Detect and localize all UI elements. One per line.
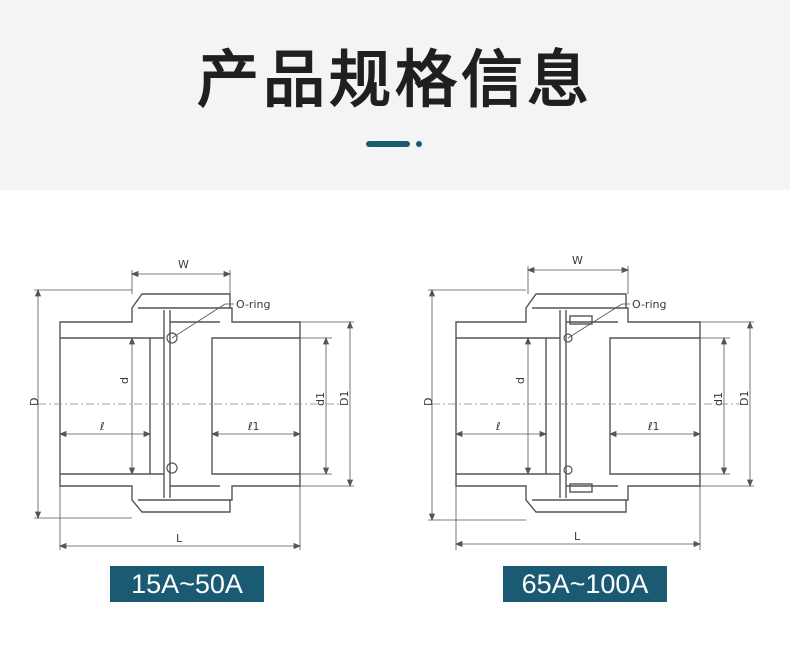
union-drawing: W O-ring D d ℓ ℓ1 d1 D1 L [422, 254, 754, 550]
page-title: 产品规格信息 [196, 43, 593, 116]
label-l: ℓ [495, 420, 501, 433]
accent-bar [366, 141, 410, 147]
label-D1: D1 [738, 391, 751, 406]
o-ring-bottom [166, 462, 178, 474]
label-D: D [422, 398, 435, 406]
union-diagram-small: W O-ring D d ℓ ℓ1 d1 D1 L [20, 250, 360, 560]
union-diagram-large: W O-ring D d ℓ ℓ1 d1 D1 L [418, 250, 758, 560]
o-ring-bottom [563, 465, 573, 475]
union-drawing: W O-ring D d ℓ ℓ1 d1 D1 L [28, 258, 354, 550]
dimension-lines [34, 270, 354, 550]
accent-dot [416, 141, 422, 147]
union-body-outline [455, 293, 701, 513]
label-w: W [572, 254, 583, 267]
o-ring-top [166, 332, 178, 344]
label-o-ring: O-ring [632, 298, 666, 311]
label-L: L [574, 530, 581, 543]
label-w: W [178, 258, 189, 271]
label-d: d [514, 377, 527, 384]
label-D: D [28, 398, 41, 406]
label-L: L [176, 532, 183, 545]
o-ring-top [563, 333, 573, 343]
title-accent [0, 140, 790, 148]
size-range-label-large: 65A~100A [503, 566, 667, 602]
union-body-outline [59, 293, 301, 513]
label-d: d [118, 377, 131, 384]
label-D1: D1 [338, 391, 351, 406]
label-l1: ℓ1 [647, 420, 660, 433]
header-band: 产品规格信息 [0, 0, 790, 190]
label-o-ring: O-ring [236, 298, 270, 311]
label-d1: d1 [712, 392, 725, 406]
label-l1: ℓ1 [247, 420, 260, 433]
dimension-lines [428, 266, 754, 550]
size-range-label-small: 15A~50A [110, 566, 264, 602]
label-l: ℓ [99, 420, 105, 433]
label-d1: d1 [314, 392, 327, 406]
